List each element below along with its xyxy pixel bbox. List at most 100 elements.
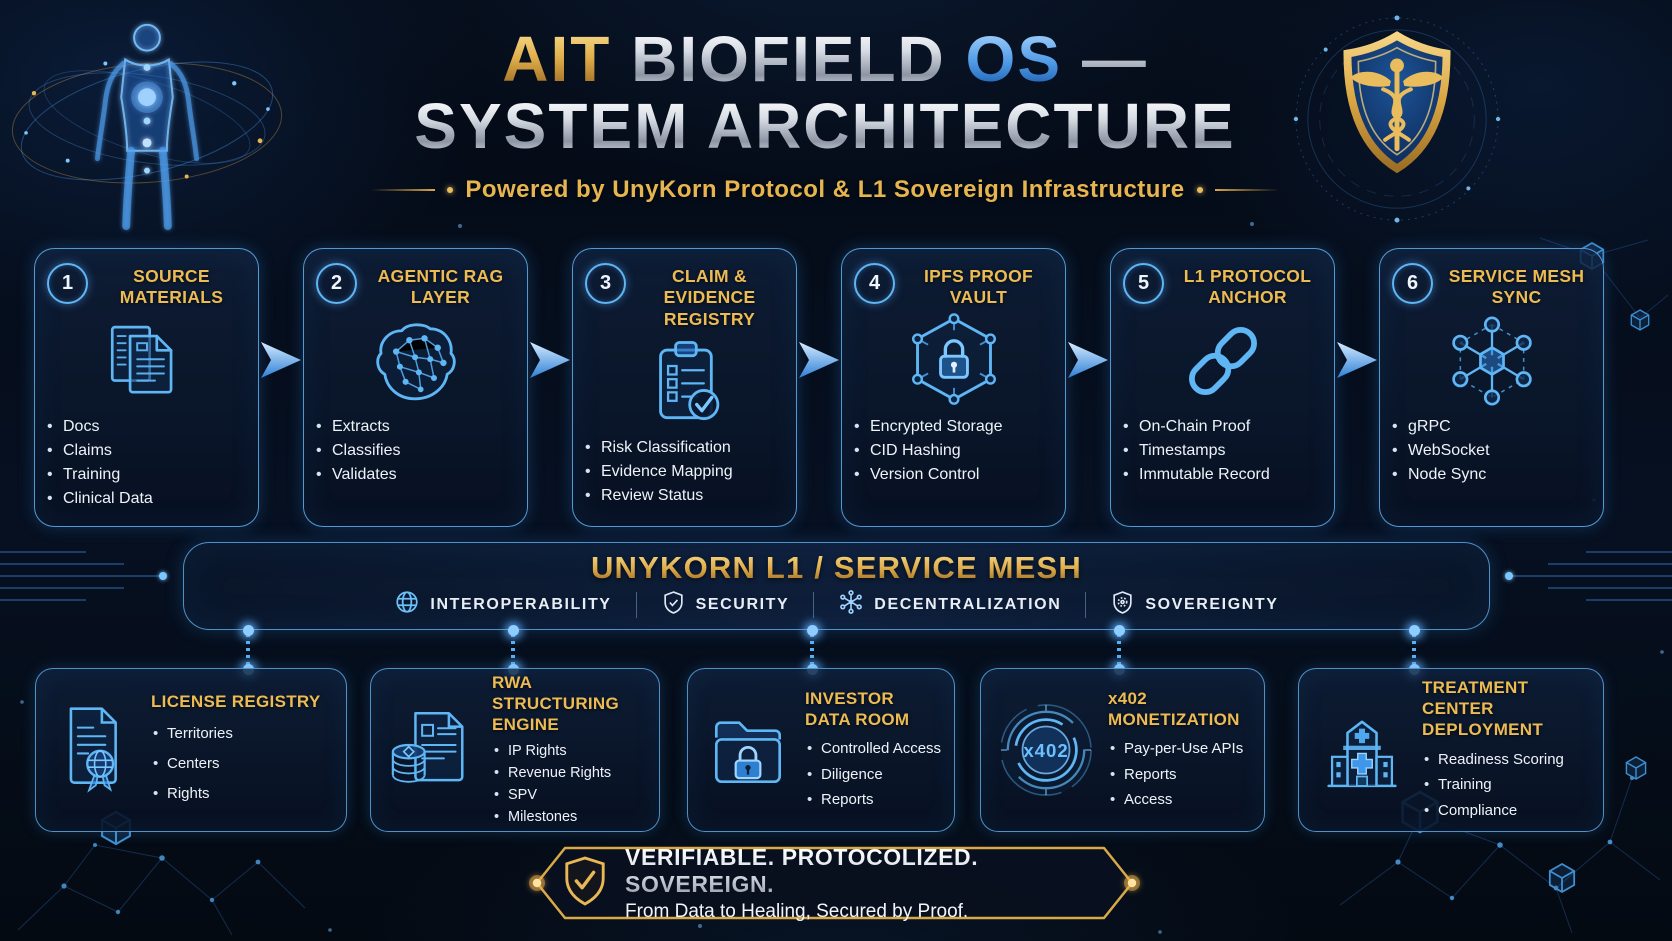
list-item: Docs bbox=[47, 415, 250, 439]
locked-folder-icon bbox=[704, 704, 792, 796]
list-item: Evidence Mapping bbox=[585, 460, 788, 484]
module-title: RWA STRUCTURING ENGINE bbox=[492, 672, 620, 735]
biofield-human-figure bbox=[6, 2, 288, 235]
page-title-line2: SYSTEM ARCHITECTURE bbox=[300, 93, 1350, 160]
shield-check-icon bbox=[562, 855, 608, 912]
step-number-badge: 4 bbox=[854, 263, 895, 304]
connector-line bbox=[507, 625, 519, 675]
header-titles: AIT BIOFIELD OS — SYSTEM ARCHITECTURE Po… bbox=[300, 26, 1350, 204]
module-items: Controlled Access Diligence Reports bbox=[805, 736, 942, 813]
module-investor-data-room: INVESTOR DATA ROOM Controlled Access Dil… bbox=[687, 668, 955, 832]
list-item: Timestamps bbox=[1123, 439, 1326, 463]
list-item: SPV bbox=[494, 785, 647, 807]
page-title: AIT BIOFIELD OS — bbox=[502, 23, 1148, 95]
list-item: Rights bbox=[153, 779, 320, 809]
list-item: Node Sync bbox=[1392, 463, 1595, 487]
hexagon-lock-icon bbox=[842, 311, 1065, 411]
list-item: Validates bbox=[316, 463, 519, 487]
module-title: LICENSE REGISTRY bbox=[151, 692, 321, 712]
module-title: TREATMENT CENTER DEPLOYMENT bbox=[1422, 677, 1544, 740]
list-item: Version Control bbox=[854, 463, 1057, 487]
connector-line bbox=[806, 625, 818, 675]
flow-box-agentic-rag-layer: 2 AGENTIC RAG LAYER bbox=[303, 248, 528, 527]
asset-document-icon bbox=[387, 700, 479, 800]
feature-separator bbox=[635, 591, 637, 618]
flow-box-title: L1 PROTOCOL ANCHOR bbox=[1183, 266, 1312, 308]
list-item: Milestones bbox=[494, 807, 647, 829]
documents-icon bbox=[35, 311, 258, 411]
x402-dial-label: x402 bbox=[1023, 740, 1068, 761]
unykorn-mesh-banner: UNYKORN L1 / SERVICE MESH INTEROPERABILI… bbox=[183, 542, 1490, 630]
list-item: Revenue Rights bbox=[494, 763, 647, 785]
caduceus-shield-emblem bbox=[1288, 10, 1506, 228]
flow-arrow-icon bbox=[1333, 338, 1381, 382]
shield-hex-icon bbox=[1110, 590, 1135, 620]
flow-arrow-icon bbox=[257, 338, 305, 382]
list-item: Access bbox=[1110, 787, 1252, 813]
list-item: Readiness Scoring bbox=[1424, 747, 1591, 773]
feature-decentralization: DECENTRALIZATION bbox=[838, 589, 1061, 620]
module-items: IP Rights Revenue Rights SPV Milestones bbox=[492, 741, 647, 828]
module-license-registry: LICENSE REGISTRY Territories Centers Rig… bbox=[35, 668, 347, 832]
module-title: x402 MONETIZATION bbox=[1108, 688, 1240, 729]
flow-arrow-icon bbox=[1064, 338, 1112, 382]
feature-separator bbox=[1085, 591, 1087, 618]
module-x402-monetization: x402 x402 MONETIZATION Pay-per-Use APIs … bbox=[980, 668, 1265, 832]
gold-dot-right bbox=[1196, 187, 1203, 193]
list-item: Pay-per-Use APIs bbox=[1110, 736, 1252, 762]
feature-separator bbox=[813, 591, 815, 618]
footer-banner: VERIFIABLE. PROTOCOLIZED. SOVEREIGN. Fro… bbox=[562, 844, 1118, 922]
step-number-badge: 5 bbox=[1123, 263, 1164, 304]
step-number-badge: 2 bbox=[316, 263, 357, 304]
hospital-icon bbox=[1315, 702, 1409, 798]
list-item: Centers bbox=[153, 749, 320, 779]
network-mesh-icon bbox=[1380, 311, 1603, 411]
list-item: Risk Classification bbox=[585, 436, 788, 460]
list-item: Clinical Data bbox=[47, 487, 250, 511]
list-item: Reports bbox=[807, 787, 942, 813]
module-treatment-center-deployment: TREATMENT CENTER DEPLOYMENT Readiness Sc… bbox=[1298, 668, 1604, 832]
connector-line bbox=[242, 625, 254, 675]
flow-box-title: IPFS PROOF VAULT bbox=[924, 266, 1033, 308]
flow-box-title: AGENTIC RAG LAYER bbox=[377, 266, 504, 308]
flow-box-ipfs-proof-vault: 4 IPFS PROOF VAULT bbox=[841, 248, 1066, 527]
feature-sovereignty: SOVEREIGNTY bbox=[1110, 590, 1278, 620]
nodes-icon bbox=[838, 589, 864, 620]
globe-icon bbox=[394, 589, 420, 620]
list-item: Compliance bbox=[1424, 798, 1591, 824]
feature-security: SECURITY bbox=[661, 590, 790, 620]
flow-box-l1-protocol-anchor: 5 L1 PROTOCOL ANCHOR On-Chain Proof Time… bbox=[1110, 248, 1335, 527]
flow-box-service-mesh-sync: 6 SERVICE MESH SYNC bbox=[1379, 248, 1604, 527]
list-item: Encrypted Storage bbox=[854, 415, 1057, 439]
gold-hairline-left bbox=[371, 189, 436, 191]
module-rwa-structuring-engine: RWA STRUCTURING ENGINE IP Rights Revenue… bbox=[370, 668, 660, 832]
list-item: Training bbox=[47, 463, 250, 487]
mesh-features: INTEROPERABILITY SECURITY DECENTRALIZATI… bbox=[184, 589, 1489, 620]
step-number-badge: 6 bbox=[1392, 263, 1433, 304]
flow-box-items: gRPC WebSocket Node Sync bbox=[1380, 415, 1603, 487]
certificate-icon bbox=[52, 698, 138, 802]
connector-line bbox=[1113, 625, 1125, 675]
flow-box-source-materials: 1 SOURCE MATERIALS bbox=[34, 248, 259, 527]
list-item: Immutable Record bbox=[1123, 463, 1326, 487]
module-items: Pay-per-Use APIs Reports Access bbox=[1108, 736, 1252, 813]
flow-box-items: On-Chain Proof Timestamps Immutable Reco… bbox=[1111, 415, 1334, 487]
footer-tagline: VERIFIABLE. PROTOCOLIZED. SOVEREIGN. bbox=[625, 844, 1118, 898]
flow-box-title: CLAIM & EVIDENCE REGISTRY bbox=[663, 266, 756, 329]
gold-hairline-right bbox=[1214, 189, 1279, 191]
list-item: Extracts bbox=[316, 415, 519, 439]
list-item: On-Chain Proof bbox=[1123, 415, 1326, 439]
list-item: Claims bbox=[47, 439, 250, 463]
gold-dot-left bbox=[447, 187, 454, 193]
list-item: gRPC bbox=[1392, 415, 1595, 439]
flow-box-title: SOURCE MATERIALS bbox=[119, 266, 224, 308]
footer-subtagline: From Data to Healing, Secured by Proof. bbox=[625, 900, 969, 922]
flow-box-items: Extracts Classifies Validates bbox=[304, 415, 527, 487]
module-items: Territories Centers Rights bbox=[151, 719, 320, 809]
list-item: IP Rights bbox=[494, 741, 647, 763]
list-item: Controlled Access bbox=[807, 736, 942, 762]
clipboard-check-icon bbox=[573, 332, 796, 432]
connector-line bbox=[1408, 625, 1420, 675]
